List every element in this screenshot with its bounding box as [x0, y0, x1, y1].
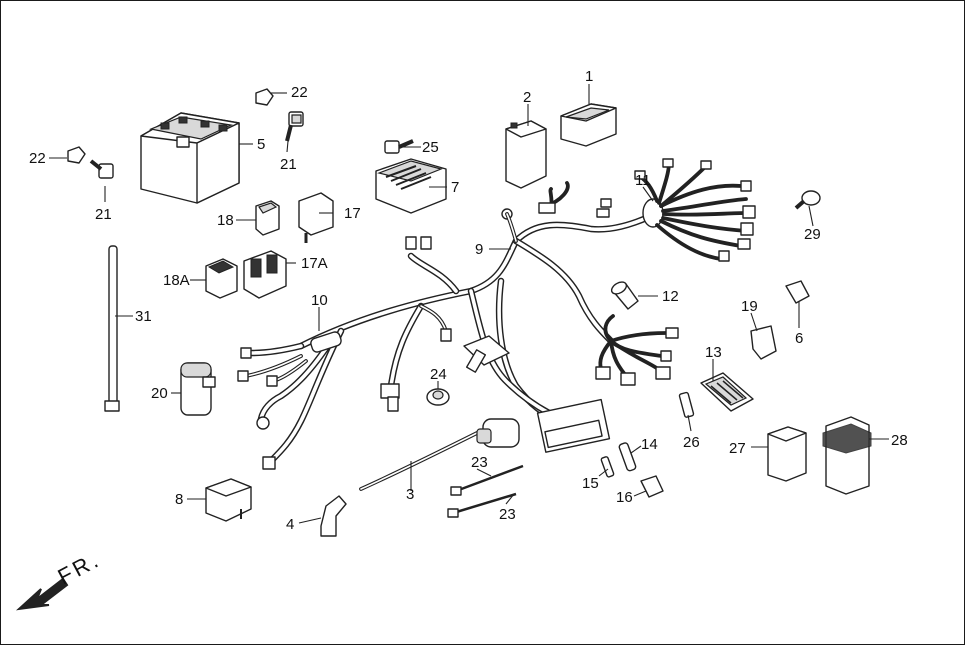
part-12-cap: [610, 281, 639, 310]
callout-23-top: 23: [471, 454, 488, 471]
part-19-fuse: [750, 325, 777, 360]
callout-10: 10: [311, 292, 328, 309]
part-31-cable-tie: [104, 245, 120, 412]
part-4-boot: [320, 495, 347, 537]
part-29-bolt: [794, 190, 821, 210]
callout-20: 20: [151, 385, 168, 402]
part-13-fuse-box: [700, 372, 754, 412]
part-8-flasher: [205, 478, 252, 522]
callout-28: 28: [891, 432, 908, 449]
direction-label: FR.: [54, 546, 105, 589]
part-3-ignition-coil: [359, 418, 520, 491]
part-11-wire-bundle: [634, 158, 756, 262]
callout-12: 12: [662, 288, 679, 305]
callout-29: 29: [804, 226, 821, 243]
part-18-clip: [255, 200, 280, 236]
callout-3: 3: [406, 486, 414, 503]
callout-31: 31: [135, 308, 152, 325]
part-15-terminal: [600, 456, 615, 478]
callout-21-top: 21: [280, 156, 297, 173]
callout-5: 5: [257, 136, 265, 153]
part-28-relay: [822, 416, 872, 495]
part-20-coupler: [180, 362, 216, 416]
callout-17a: 17A: [301, 255, 328, 272]
part-16-terminal: [640, 475, 664, 498]
callout-numbers: 1 2 3 4 5 6 7 8 9 10 11 12 13 14 15 16 1…: [29, 68, 908, 533]
callout-11: 11: [635, 172, 651, 189]
callout-22-top: 22: [291, 84, 308, 101]
callout-leaders: [49, 84, 889, 524]
callout-15: 15: [582, 475, 599, 492]
part-6-fuse: [785, 280, 810, 304]
callout-23-bottom: 23: [499, 506, 516, 523]
callout-25: 25: [422, 139, 439, 156]
part-27-relay: [767, 426, 807, 482]
part-18a-connector: [205, 258, 238, 299]
callout-22-left: 22: [29, 150, 46, 167]
callout-26: 26: [683, 434, 700, 451]
callout-8: 8: [175, 491, 183, 508]
part-21-bolts: [89, 111, 304, 179]
callout-6: 6: [795, 330, 803, 347]
main-wire-harness: [237, 181, 679, 470]
part-5-battery: [140, 112, 240, 204]
part-7-regulator: [375, 158, 447, 214]
callout-9: 9: [475, 241, 483, 258]
callout-16: 16: [616, 489, 633, 506]
callout-18a: 18A: [163, 272, 190, 289]
callout-1: 1: [585, 68, 593, 85]
callout-13: 13: [705, 344, 722, 361]
part-25-bolt: [384, 139, 414, 154]
part-24-grommet: [426, 388, 450, 406]
part-17a-relay-holder: [243, 250, 287, 299]
part-14-terminal: [618, 442, 637, 472]
part-22-nuts: [67, 88, 274, 164]
front-direction-arrow: FR.: [15, 546, 105, 611]
part-23-ties: [447, 464, 524, 518]
part-2-box: [505, 120, 547, 189]
callout-21-left: 21: [95, 206, 112, 223]
callout-17: 17: [344, 205, 361, 222]
part-26-fuse: [678, 391, 695, 418]
callout-2: 2: [523, 89, 531, 106]
callout-18: 18: [217, 212, 234, 229]
callout-14: 14: [641, 436, 658, 453]
callout-4: 4: [286, 516, 294, 533]
callout-27: 27: [729, 440, 746, 457]
callout-7: 7: [451, 179, 459, 196]
part-17-relay: [298, 192, 334, 243]
part-1-tray: [560, 103, 617, 147]
callout-19: 19: [741, 298, 758, 315]
callout-24: 24: [430, 366, 447, 383]
